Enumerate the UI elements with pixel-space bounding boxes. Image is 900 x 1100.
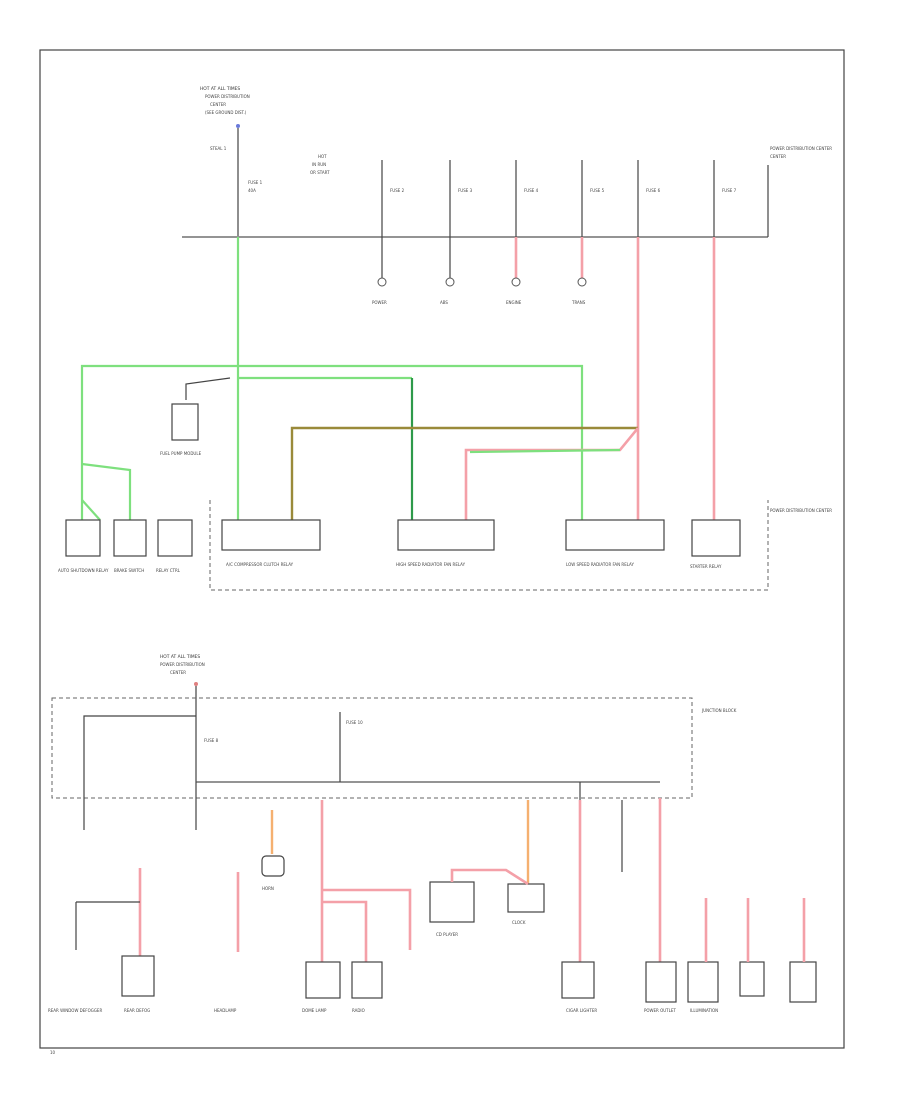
- svg-text:STARTER RELAY: STARTER RELAY: [690, 564, 722, 569]
- bottom-middle-left: HORN HEADLAMP: [214, 855, 285, 1013]
- svg-text:POWER OUTLET: POWER OUTLET: [644, 1008, 676, 1013]
- bottom-right-group: CIGAR LIGHTER POWER OUTLET ILLUMINATION: [561, 898, 817, 1013]
- mid-center-label: POWER DISTRIBUTION CENTER: [770, 508, 832, 513]
- relay-enclosure: [209, 500, 769, 591]
- svg-text:POWER: POWER: [372, 300, 387, 305]
- svg-text:RELAY CTRL: RELAY CTRL: [156, 568, 181, 573]
- top-power-label-3: CENTER: [210, 102, 226, 107]
- fuse-main-label-2: 40A: [248, 188, 256, 193]
- bottom-center-group: DOME LAMP RADIO: [302, 888, 412, 1013]
- svg-text:FUSE 2: FUSE 2: [390, 188, 405, 193]
- top-feed-label: STEAL 1: [210, 146, 227, 151]
- svg-text:HIGH SPEED RADIATOR FAN RELAY: HIGH SPEED RADIATOR FAN RELAY: [396, 562, 466, 567]
- jb-fuse-mid-label: FUSE 10: [346, 720, 363, 725]
- footer-label: 10: [50, 1050, 56, 1055]
- svg-text:REAR DEFOG: REAR DEFOG: [124, 1008, 150, 1013]
- olive-wire: [290, 426, 638, 520]
- svg-text:CIGAR LIGHTER: CIGAR LIGHTER: [566, 1008, 597, 1013]
- green-upper-run: [80, 364, 584, 520]
- bottom-power-label-3: CENTER: [170, 670, 186, 675]
- svg-text:RADIO: RADIO: [352, 1008, 365, 1013]
- svg-text:A/C COMPRESSOR CLUTCH RELAY: A/C COMPRESSOR CLUTCH RELAY: [226, 562, 294, 567]
- top-center-label: POWER DISTRIBUTION CENTER: [770, 146, 832, 151]
- junction-block-label: JUNCTION BLOCK: [701, 708, 737, 713]
- hot-run-label: HOT: [318, 154, 327, 159]
- diagram-frame: [39, 49, 845, 1049]
- svg-text:REAR WINDOW DEFOGGER: REAR WINDOW DEFOGGER: [48, 1008, 102, 1013]
- hot-run-label-3: OR START: [310, 170, 330, 175]
- top-center-label-2: CENTER: [770, 154, 786, 159]
- svg-text:FUSE 5: FUSE 5: [590, 188, 605, 193]
- svg-text:HEADLAMP: HEADLAMP: [214, 1008, 237, 1013]
- bottom-center-right-group: CD PLAYER CLOCK: [429, 868, 545, 937]
- svg-text:BRAKE SWITCH: BRAKE SWITCH: [114, 568, 144, 573]
- svg-text:DOME LAMP: DOME LAMP: [302, 1008, 327, 1013]
- svg-text:FUSE 6: FUSE 6: [646, 188, 661, 193]
- green-cross-wire: [469, 448, 621, 454]
- bottom-power-label: HOT AT ALL TIMES: [160, 654, 200, 660]
- top-power-label-4: (SEE GROUND DIST.): [205, 110, 247, 115]
- svg-text:FUSE 3: FUSE 3: [458, 188, 473, 193]
- svg-text:FUEL PUMP MODULE: FUEL PUMP MODULE: [160, 451, 202, 456]
- svg-text:ILLUMINATION: ILLUMINATION: [690, 1008, 718, 1013]
- fuel-pump-module: FUEL PUMP MODULE: [160, 377, 231, 456]
- svg-text:TRANS: TRANS: [571, 300, 586, 305]
- junction-block-frame: [51, 697, 693, 799]
- svg-text:FUSE 7: FUSE 7: [722, 188, 737, 193]
- bottom-power-label-2: POWER DISTRIBUTION: [160, 662, 205, 667]
- top-feed-dot: [236, 124, 240, 128]
- bottom-drops: [83, 782, 662, 962]
- pink-cross-wire: [464, 427, 640, 520]
- hot-run-label-2: IN RUN: [312, 162, 326, 167]
- top-power-label: HOT AT ALL TIMES: [200, 86, 240, 92]
- svg-text:FUSE 4: FUSE 4: [524, 188, 539, 193]
- green-branch-left: [81, 462, 132, 520]
- bottom-left-group: REAR WINDOW DEFOGGER REAR DEFOG: [48, 868, 155, 1013]
- svg-text:CLOCK: CLOCK: [512, 920, 526, 925]
- fuse-main-label: FUSE 1: [248, 180, 263, 185]
- jb-left-bus: [83, 715, 196, 810]
- top-power-label-2: POWER DISTRIBUTION: [205, 94, 250, 99]
- svg-text:AUTO SHUTDOWN RELAY: AUTO SHUTDOWN RELAY: [58, 568, 109, 573]
- svg-text:HORN: HORN: [262, 886, 274, 891]
- svg-text:ENGINE: ENGINE: [506, 300, 522, 305]
- bottom-feed-dot: [194, 682, 198, 686]
- relay-row: AUTO SHUTDOWN RELAY BRAKE SWITCH RELAY C…: [58, 519, 741, 573]
- green-branch-left-2: [81, 499, 101, 521]
- svg-text:LOW SPEED RADIATOR FAN RELAY: LOW SPEED RADIATOR FAN RELAY: [566, 562, 634, 567]
- jb-fuse-left-label: FUSE 8: [204, 738, 219, 743]
- top-fuses: FUSE 2 FUSE 3 FUSE 4 FUSE 5 FUSE 6 FUSE …: [381, 160, 737, 237]
- svg-text:ABS: ABS: [440, 300, 448, 305]
- svg-text:CD PLAYER: CD PLAYER: [436, 932, 458, 937]
- top-drops: POWER ABS ENGINE TRANS: [372, 237, 587, 305]
